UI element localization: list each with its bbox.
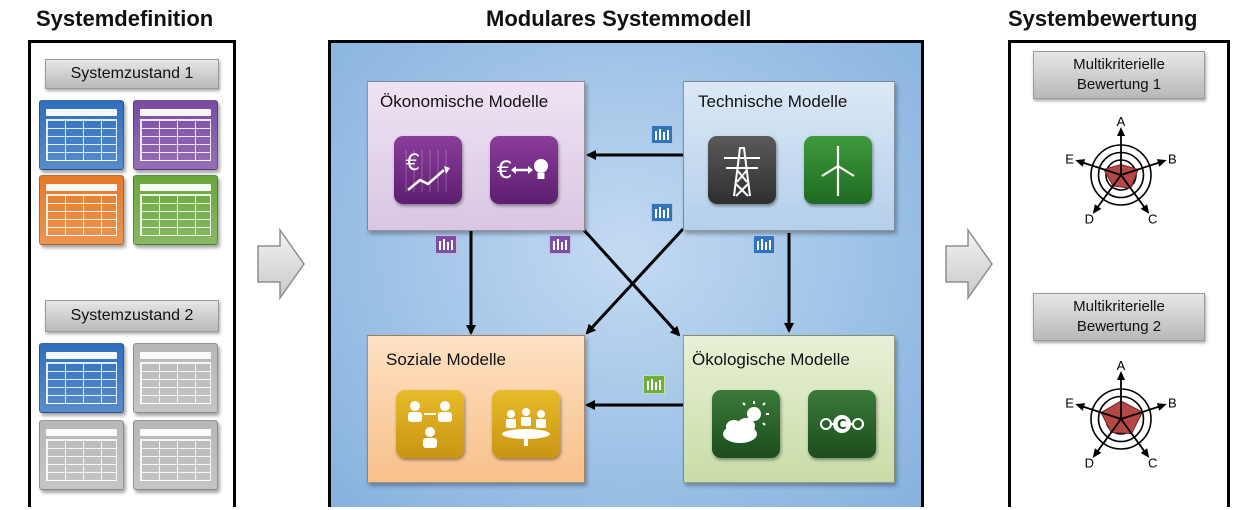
people-group-icon — [396, 390, 464, 458]
model-connections — [466, 150, 794, 410]
radar-axis — [1093, 418, 1122, 457]
radar-arrowhead — [1117, 371, 1125, 380]
radar-chart-1: A B C D E — [1065, 114, 1177, 227]
radar-axis-label: B — [1168, 395, 1177, 410]
system-definition-panel: Systemzustand 1 Systemzustand 2 — [28, 40, 236, 507]
radar-axis — [1120, 418, 1149, 457]
technical-models-title: Technische Modelle — [698, 92, 848, 111]
data-badge-icon — [651, 203, 673, 222]
evaluation-1-label-line1: Multikriterielle — [1073, 56, 1165, 73]
ecological-models-box: Ökologische Modelle C — [683, 335, 895, 483]
data-badge-icon — [753, 235, 775, 254]
radar-axis — [1120, 174, 1149, 213]
ecological-models-title: Ökologische Modelle — [692, 350, 850, 369]
system-state-2-label: Systemzustand 2 — [70, 307, 194, 324]
radar-arrowhead — [1092, 204, 1102, 214]
section-title-modulares-systemmodell: Modulares Systemmodell — [486, 6, 752, 31]
euro-chart-icon: € — [394, 136, 462, 204]
data-badge-icon — [549, 235, 571, 254]
euro-bulb-icon: € — [490, 136, 558, 204]
data-table-card — [133, 343, 218, 413]
technical-models-box: Technische Modelle — [683, 81, 895, 231]
co2-icon: C — [808, 390, 876, 458]
power-pylon-icon — [708, 136, 776, 204]
radar-arrowhead — [1092, 448, 1102, 458]
radar-axis — [1076, 403, 1122, 420]
data-table-card — [133, 175, 218, 245]
radar-axis — [1120, 403, 1166, 420]
system-state-1-label: Systemzustand 1 — [70, 65, 194, 82]
radar-arrowhead — [1156, 403, 1167, 411]
flow-arrow-right-icon — [945, 228, 993, 300]
data-table-card — [39, 175, 124, 245]
modular-system-model-panel: Ökonomische Modelle € € Technische Model… — [328, 40, 924, 507]
radar-arrowhead — [1140, 204, 1150, 214]
radar-axis-label: A — [1117, 358, 1126, 373]
radar-axis-label: C — [1148, 212, 1157, 227]
system-evaluation-panel: Multikriterielle Bewertung 1 A B C D E Multi… — [1008, 40, 1230, 507]
wind-turbine-icon — [804, 136, 872, 204]
arrow-econ-to-eco — [581, 227, 681, 337]
evaluation-2-label-line2: Bewertung 2 — [1076, 318, 1162, 335]
arrow-tech-to-social — [585, 227, 685, 335]
system-state-2-banner: Systemzustand 2 — [45, 300, 219, 332]
cloud-sun-icon — [712, 390, 780, 458]
data-badge-icon — [651, 125, 673, 144]
radar-axis — [1093, 174, 1122, 213]
radar-arrowhead — [1156, 159, 1167, 167]
radar-axis-label: E — [1065, 395, 1074, 410]
system-state-1-banner: Systemzustand 1 — [45, 59, 219, 89]
radar-arrowhead — [1117, 127, 1125, 136]
data-badge-icon — [643, 375, 665, 394]
radar-axis — [1120, 159, 1166, 176]
radar-arrowhead — [1140, 448, 1150, 458]
data-table-card — [39, 343, 124, 413]
data-table-card — [39, 420, 124, 490]
economic-models-box: Ökonomische Modelle € € — [367, 81, 585, 231]
meeting-table-icon — [492, 390, 560, 458]
svg-text:C: C — [837, 418, 847, 433]
radar-axis-label: B — [1168, 151, 1177, 166]
evaluation-2-label-line1: Multikriterielle — [1073, 298, 1165, 315]
evaluation-2-banner: Multikriterielle Bewertung 2 — [1033, 293, 1205, 341]
radar-chart-2: A B C D E — [1065, 358, 1177, 471]
social-models-title: Soziale Modelle — [386, 350, 507, 369]
radar-axis-label: E — [1065, 151, 1074, 166]
radar-arrowhead — [1075, 403, 1086, 411]
radar-arrowhead — [1075, 159, 1086, 167]
svg-text:€: € — [406, 151, 420, 176]
data-table-card — [39, 100, 124, 170]
radar-axis-label: C — [1148, 456, 1157, 471]
evaluation-1-banner: Multikriterielle Bewertung 1 — [1033, 51, 1205, 99]
evaluation-1-label-line2: Bewertung 1 — [1076, 76, 1162, 93]
data-table-card — [133, 100, 218, 170]
radar-axis-label: D — [1085, 456, 1094, 471]
data-table-card — [133, 420, 218, 490]
data-badge-icon — [435, 235, 457, 254]
section-title-systemdefinition: Systemdefinition — [36, 6, 214, 31]
radar-axis-label: A — [1117, 114, 1126, 129]
economic-models-title: Ökonomische Modelle — [380, 92, 549, 111]
social-models-box: Soziale Modelle — [367, 335, 585, 483]
flow-arrow-left-icon — [257, 228, 305, 300]
svg-text:€: € — [497, 156, 512, 184]
radar-axis-label: D — [1085, 212, 1094, 227]
radar-axis — [1076, 159, 1122, 176]
section-title-systembewertung: Systembewertung — [1008, 6, 1198, 31]
